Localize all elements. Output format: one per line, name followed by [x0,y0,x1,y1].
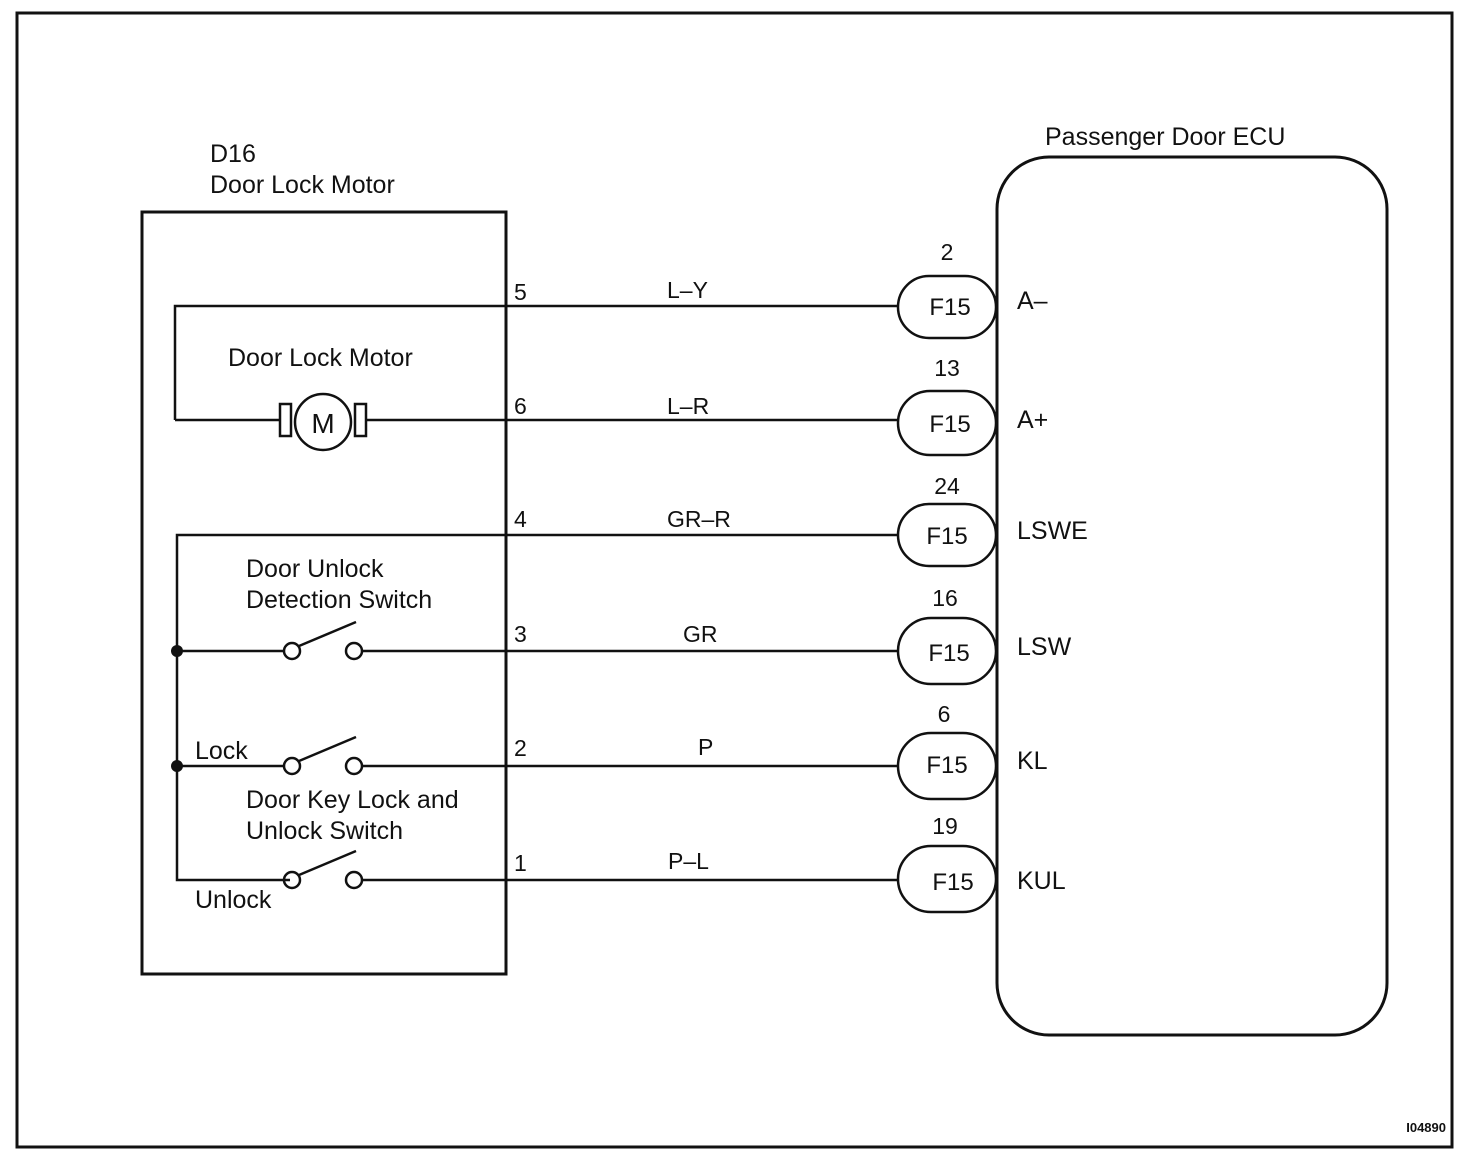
pin-label: 2 [514,735,527,761]
wire-color-label: L–Y [667,277,708,303]
connector-f15 [896,389,998,457]
passenger-door-ecu-box [995,155,1389,1037]
connector-label: F15 [929,294,970,321]
ecu-title: Passenger Door ECU [1045,123,1285,151]
wire-color-label: P–L [668,848,709,874]
wire-color-label: GR [683,621,718,647]
wire-row-lsw: 3 GR 16 F15 LSW [514,585,1072,686]
connector-f15 [896,844,998,914]
ecu-terminal-label: KL [1017,747,1048,775]
ecu-pin-number: 13 [934,355,960,381]
wire-row-a-minus: 5 L–Y 2 F15 A– [173,239,1048,420]
ecu-pin-number: 16 [932,585,958,611]
connector-label: F15 [928,640,969,667]
motor-symbol: M [311,408,334,439]
key-switch-label-line1: Door Key Lock and [246,786,459,814]
component-name: Door Lock Motor [210,171,395,199]
ecu-terminal-label: A– [1017,287,1048,315]
connector-label: F15 [926,752,967,779]
wire-row-lswe: 4 GR–R 24 F15 LSWE [514,473,1088,568]
motor-label: Door Lock Motor [228,344,413,372]
ecu-terminal-label: LSW [1017,633,1072,661]
connector-f15 [896,616,998,686]
wire-row-kul: 1 P–L 19 F15 KUL [514,813,1066,914]
wire-l-y [173,304,898,420]
ecu-pin-number: 2 [941,239,954,265]
wire-color-label: GR–R [667,506,731,532]
unlock-switch-icon [282,849,898,890]
ecu-terminal-label: LSWE [1017,517,1088,545]
lock-label: Lock [195,737,248,765]
unlock-detection-switch-icon [177,620,898,661]
pin-label: 4 [514,506,527,532]
wire-color-label: L–R [667,393,709,419]
ecu-terminal-label: A+ [1017,406,1048,434]
connector-f15 [896,731,998,801]
door-lock-motor-box [140,210,508,976]
connector-label: F15 [929,411,970,438]
connector-f15 [896,274,998,340]
lock-switch-icon [177,735,898,776]
motor-icon: M [278,392,368,452]
component-id: D16 [210,140,256,168]
connector-label: F15 [926,523,967,550]
key-switch-label-line2: Unlock Switch [246,817,403,845]
wire-row-kl: 2 P 6 F15 KL [514,701,1048,801]
figure-id: I04890 [1406,1120,1446,1135]
wire-color-label: P [698,734,713,760]
wire-row-a-plus: 6 L–R 13 F15 A+ [514,355,1048,457]
unlock-detection-label-line1: Door Unlock [246,555,384,583]
unlock-detection-label-line2: Detection Switch [246,586,432,614]
ecu-terminal-label: KUL [1017,867,1066,895]
switch-common-bus [175,533,898,882]
connector-label: F15 [932,869,973,896]
ecu-pin-number: 6 [938,701,951,727]
unlock-label: Unlock [195,886,272,914]
connector-f15 [896,502,998,568]
pin-label: 1 [514,850,527,876]
ecu-pin-number: 19 [932,813,958,839]
ecu-pin-number: 24 [934,473,960,499]
pin-label: 3 [514,621,527,647]
outer-frame [15,11,1454,1149]
pin-label: 6 [514,393,527,419]
pin-label: 5 [514,279,527,305]
